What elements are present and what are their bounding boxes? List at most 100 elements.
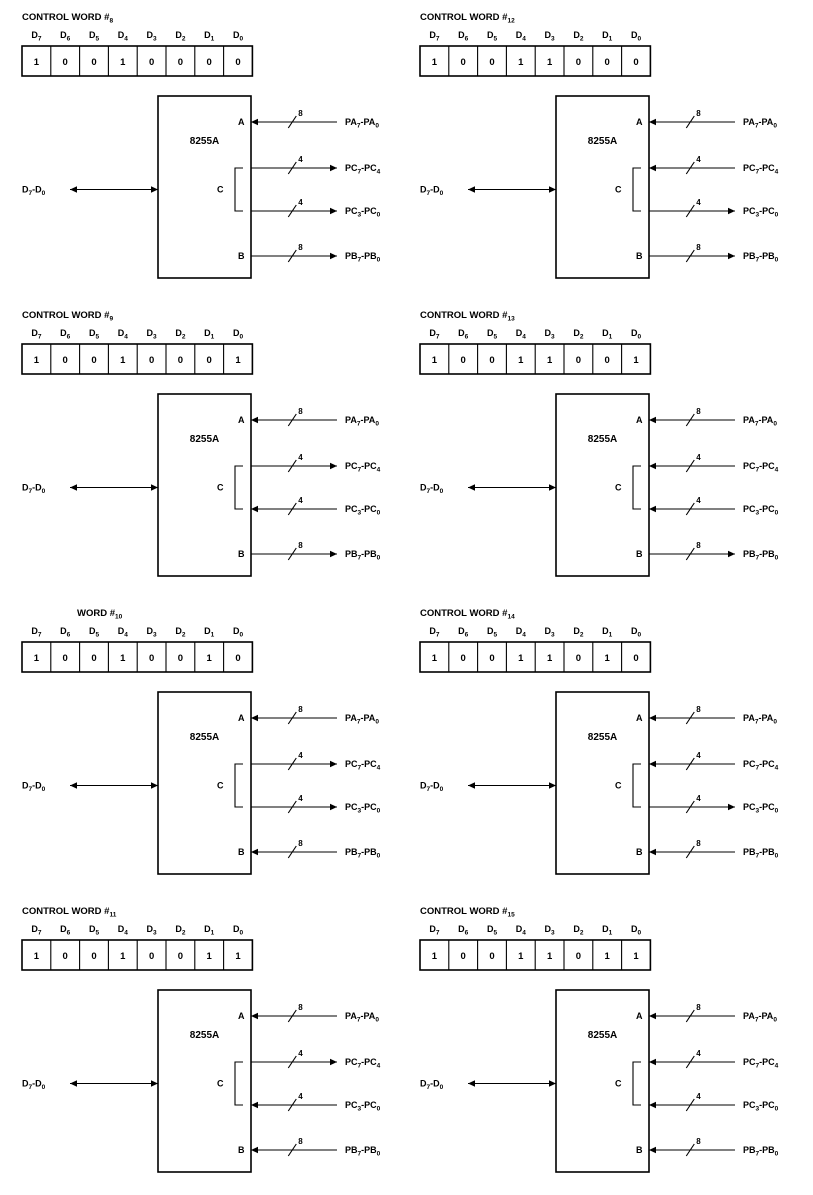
bit-label: D1	[204, 328, 215, 341]
bit-value: 0	[91, 951, 96, 962]
port-c-lower-bus-signal: PC3-PC0	[345, 206, 381, 219]
port-a-bus-signal: PA7-PA0	[743, 415, 777, 428]
bit-value: 1	[547, 57, 553, 68]
port-c-upper-bus-width: 4	[298, 751, 303, 760]
port-a-bus-width: 8	[298, 705, 303, 714]
port-b-bus-slash	[685, 845, 695, 859]
port-a-bus-signal: PA7-PA0	[345, 713, 379, 726]
port-c-bracket	[632, 763, 641, 808]
bit-value: 0	[489, 653, 494, 664]
port-b-bus-width: 8	[696, 243, 701, 252]
port-b-bus-width: 8	[298, 1137, 303, 1146]
port-c-upper-bus-width: 4	[696, 1049, 701, 1058]
panel-title: CONTROL WORD #11	[22, 906, 117, 919]
bit-label: D7	[429, 328, 440, 341]
bit-label: D7	[31, 924, 42, 937]
port-b-bus-slash	[685, 1143, 695, 1157]
panel-title: CONTROL WORD #9	[22, 310, 113, 323]
bit-value: 0	[149, 355, 154, 366]
port-c-upper-bus-signal: PC7-PC4	[743, 759, 779, 772]
bit-label: D1	[602, 626, 613, 639]
port-a-label: A	[636, 415, 643, 425]
port-c-lower-bus-slash	[685, 502, 695, 516]
bit-label: D7	[31, 328, 42, 341]
port-c-upper-bus-arrow	[330, 760, 337, 768]
port-c-lower-bus-signal: PC3-PC0	[743, 206, 779, 219]
port-c-upper-bus-signal: PC7-PC4	[345, 163, 381, 176]
bit-value: 1	[633, 355, 639, 366]
port-c-upper-bus-width: 4	[696, 453, 701, 462]
port-c-label: C	[615, 185, 622, 195]
bit-label: D5	[487, 924, 498, 937]
bit-value: 0	[63, 951, 68, 962]
bit-value: 0	[605, 355, 610, 366]
bit-value: 0	[633, 57, 638, 68]
port-c-bracket	[234, 1061, 243, 1106]
bit-label: D0	[631, 626, 642, 639]
data-bus-arrow-right	[151, 484, 158, 491]
bit-label: D1	[204, 924, 215, 937]
port-a-bus-arrow	[251, 118, 258, 126]
port-c-lower-bus-arrow	[728, 803, 735, 811]
bit-label: D4	[118, 328, 129, 341]
data-bus-arrow-left	[70, 186, 77, 193]
data-bus-arrow-left	[468, 484, 475, 491]
bit-value: 0	[178, 57, 183, 68]
port-c-lower-bus-width: 4	[696, 1092, 701, 1101]
port-c-lower-bus-slash	[287, 800, 297, 814]
port-a-label: A	[636, 117, 643, 127]
bit-value: 0	[489, 951, 494, 962]
bit-label: D6	[60, 30, 70, 43]
port-a-bus-slash	[685, 413, 695, 427]
bit-value: 1	[34, 57, 40, 68]
port-b-bus-arrow	[251, 1146, 258, 1154]
port-c-bracket	[234, 167, 243, 212]
bit-value: 0	[489, 57, 494, 68]
port-c-lower-bus-signal: PC3-PC0	[743, 802, 779, 815]
bit-value: 0	[91, 653, 96, 664]
bit-value: 1	[432, 951, 438, 962]
bit-label: D4	[516, 328, 527, 341]
port-a-bus-slash	[685, 711, 695, 725]
port-c-bracket	[234, 763, 243, 808]
port-a-bus-slash	[287, 711, 297, 725]
bit-value: 1	[120, 951, 126, 962]
port-c-upper-bus-arrow	[330, 1058, 337, 1066]
bit-label: D5	[89, 924, 100, 937]
bit-label: D7	[31, 30, 42, 43]
panel-title: WORD #10	[77, 608, 123, 621]
bit-label: D6	[60, 626, 70, 639]
bit-value: 0	[461, 951, 466, 962]
port-a-bus-signal: PA7-PA0	[743, 1011, 777, 1024]
chip-label: 8255A	[190, 1030, 219, 1041]
port-b-bus-signal: PB7-PB0	[345, 847, 381, 860]
port-c-lower-bus-width: 4	[298, 1092, 303, 1101]
port-a-bus-slash	[287, 1009, 297, 1023]
port-c-upper-bus-width: 4	[298, 453, 303, 462]
data-bus-label: D7-D0	[420, 483, 444, 496]
port-c-upper-bus-arrow	[649, 164, 656, 172]
port-a-bus-width: 8	[696, 705, 701, 714]
bit-value: 0	[461, 57, 466, 68]
port-c-label: C	[217, 185, 224, 195]
bit-value: 1	[633, 951, 639, 962]
port-b-label: B	[636, 1145, 643, 1155]
port-c-bracket	[632, 1061, 641, 1106]
port-b-bus-arrow	[251, 848, 258, 856]
port-b-bus-arrow	[728, 550, 735, 558]
port-c-upper-bus-slash	[685, 757, 695, 771]
bit-label: D1	[204, 30, 215, 43]
bit-value: 0	[63, 653, 68, 664]
port-c-label: C	[615, 781, 622, 791]
port-a-bus-slash	[685, 115, 695, 129]
bit-label: D2	[175, 626, 186, 639]
port-c-upper-bus-slash	[685, 459, 695, 473]
bit-label: D6	[458, 924, 469, 937]
port-b-label: B	[636, 847, 643, 857]
bit-value: 1	[120, 653, 126, 664]
port-b-bus-width: 8	[696, 541, 701, 550]
bit-label: D0	[631, 924, 642, 937]
bit-value: 0	[461, 653, 466, 664]
bit-value: 1	[120, 57, 126, 68]
